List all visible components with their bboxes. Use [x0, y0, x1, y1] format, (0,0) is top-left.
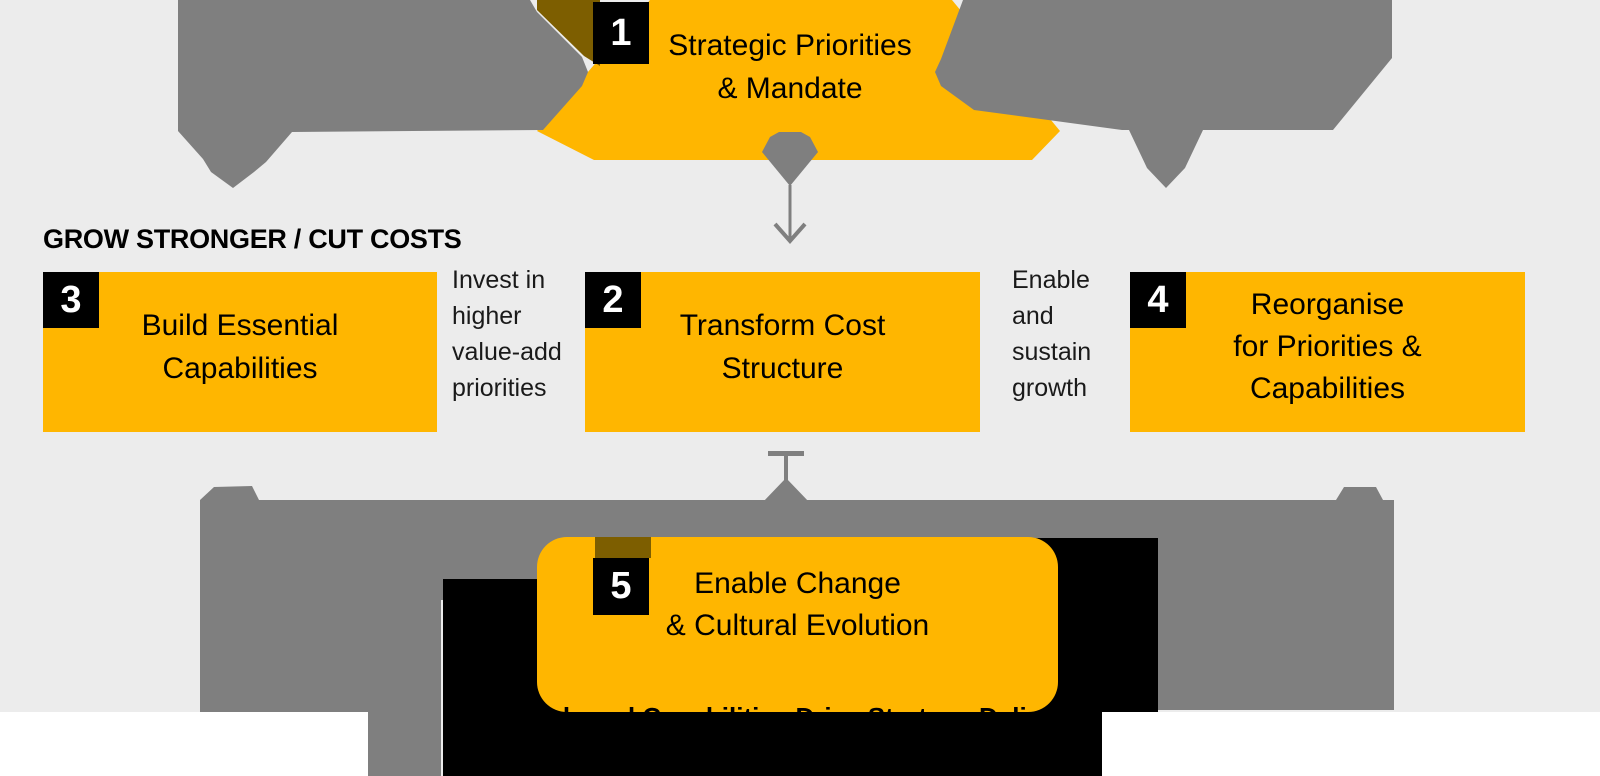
section-heading: GROW STRONGER / CUT COSTS — [43, 224, 462, 254]
down-arrowhead-icon — [773, 222, 807, 245]
step3-number: 3 — [60, 278, 82, 321]
step1-connector-kite — [762, 132, 818, 186]
step5-label-line1: Enable Change — [694, 567, 901, 600]
step1-badge: 1 — [593, 2, 649, 64]
bottom-black-strip — [443, 712, 1102, 776]
step3-label-line1: Build Essential — [141, 309, 339, 342]
step2-label-line2: Structure — [721, 352, 844, 385]
step1-banner-shape — [537, 0, 1060, 160]
step1-overlap-patch — [537, 0, 600, 66]
invest-note-line4: priorities — [452, 374, 547, 402]
step5-number: 5 — [610, 565, 632, 607]
invest-note-line1: Invest in — [452, 266, 546, 294]
step5-label-line2: & Cultural Evolution — [665, 609, 930, 642]
bottom-white-strip-right — [1102, 712, 1600, 776]
step4-label-line2: for Priorities & — [1233, 330, 1422, 363]
step4-label: Reorganise for Priorities & Capabilities — [1130, 284, 1525, 410]
step5-label: Enable Change & Cultural Evolution — [537, 563, 1058, 647]
growth-note-line3: sustain — [1012, 338, 1092, 366]
step4-box — [1130, 272, 1525, 432]
step4-badge: 4 — [1130, 272, 1186, 328]
step1-number: 1 — [610, 11, 632, 54]
growth-note-line4: growth — [1012, 374, 1088, 402]
step5-overlap-patch — [595, 537, 651, 558]
bottom-band-diamond — [762, 478, 810, 528]
step5-badge: 5 — [593, 558, 649, 615]
step4-label-line3: Capabilities — [1249, 372, 1406, 405]
step2-badge: 2 — [585, 272, 641, 328]
top-right-arrow-shape — [935, 0, 1392, 188]
step4-label-line1: Reorganise — [1250, 288, 1405, 321]
step2-label-line1: Transform Cost — [679, 309, 886, 342]
step2-number: 2 — [602, 278, 624, 321]
step3-label-line2: Capabilities — [162, 352, 318, 385]
step1-label: Strategic Priorities & Mandate — [640, 24, 940, 110]
step3-label: Build Essential Capabilities — [43, 304, 437, 390]
step2-box — [585, 272, 980, 432]
step3-box — [43, 272, 437, 432]
step2-label: Transform Cost Structure — [585, 304, 980, 390]
top-left-arrow-shape — [178, 0, 588, 188]
invest-note-line3: value-add — [452, 338, 562, 366]
invest-note-line2: higher — [452, 302, 522, 330]
growth-note-line1: Enable — [1012, 266, 1090, 294]
step4-number: 4 — [1147, 278, 1169, 321]
invest-note: Invest in higher value-add priorities — [452, 262, 582, 406]
step1-label-line2: & Mandate — [717, 72, 863, 105]
step3-badge: 3 — [43, 272, 99, 328]
growth-note-line2: and — [1012, 302, 1054, 330]
step2-connector-stem — [784, 451, 788, 489]
step1-label-line1: Strategic Priorities — [668, 29, 912, 62]
growth-note: Enable and sustain growth — [1012, 262, 1122, 406]
bottom-white-strip-left — [0, 712, 368, 776]
